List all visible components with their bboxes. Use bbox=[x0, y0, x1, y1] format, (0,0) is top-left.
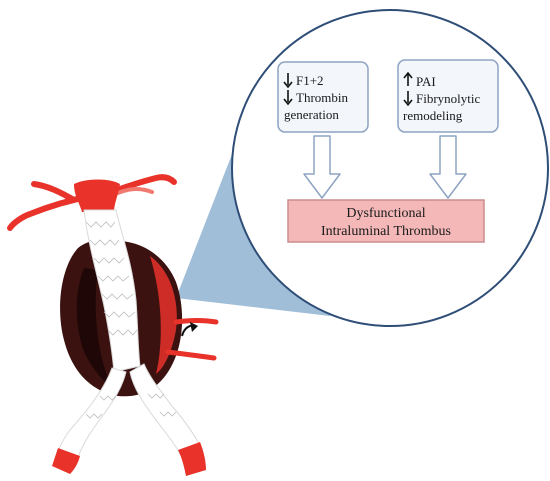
down-arrow-icon bbox=[283, 90, 293, 106]
left-block-arrow bbox=[303, 135, 341, 199]
outcome-box-frame bbox=[287, 199, 485, 243]
right-box-line-1: PAI bbox=[416, 74, 436, 89]
down-arrow-icon bbox=[283, 73, 293, 89]
right-renal-artery bbox=[109, 174, 177, 195]
right-box-line-3: remodeling bbox=[403, 108, 463, 123]
lumbar-artery-lower bbox=[165, 349, 217, 361]
left-factor-box-frame bbox=[277, 61, 369, 133]
down-arrow-icon bbox=[403, 91, 413, 107]
outcome-box: Dysfunctional Intraluminal Thrombus bbox=[287, 199, 485, 243]
right-block-arrow bbox=[429, 135, 467, 199]
left-iliac-end bbox=[52, 448, 80, 474]
iliac-stent-rings bbox=[85, 393, 177, 419]
right-factor-box-frame bbox=[397, 59, 499, 133]
right-iliac-limb bbox=[129, 363, 201, 455]
outcome-line-1: Dysfunctional bbox=[346, 206, 425, 221]
left-renal-artery bbox=[7, 181, 95, 231]
left-factor-box: F1+2 Thrombin generation bbox=[277, 61, 369, 133]
up-arrow-icon bbox=[403, 71, 413, 86]
outcome-line-2: Intraluminal Thrombus bbox=[321, 224, 451, 239]
endoleak-arrowhead bbox=[190, 322, 198, 332]
aorta-illustration bbox=[7, 174, 219, 476]
right-iliac-end bbox=[178, 442, 206, 476]
sac-shade bbox=[76, 268, 112, 386]
left-box-line-1: F1+2 bbox=[296, 73, 324, 88]
sac-highlight bbox=[150, 256, 177, 374]
zoom-circle bbox=[231, 9, 549, 327]
left-box-line-3: generation bbox=[284, 107, 339, 122]
right-factor-box: PAI Fibrynolytic remodeling bbox=[397, 59, 499, 133]
lumbar-artery-upper bbox=[173, 318, 219, 325]
stent-rings bbox=[85, 221, 138, 336]
proximal-neck bbox=[74, 179, 120, 212]
right-box-line-2: Fibrynolytic bbox=[416, 91, 481, 106]
left-box-line-2: Thrombin bbox=[296, 90, 348, 105]
